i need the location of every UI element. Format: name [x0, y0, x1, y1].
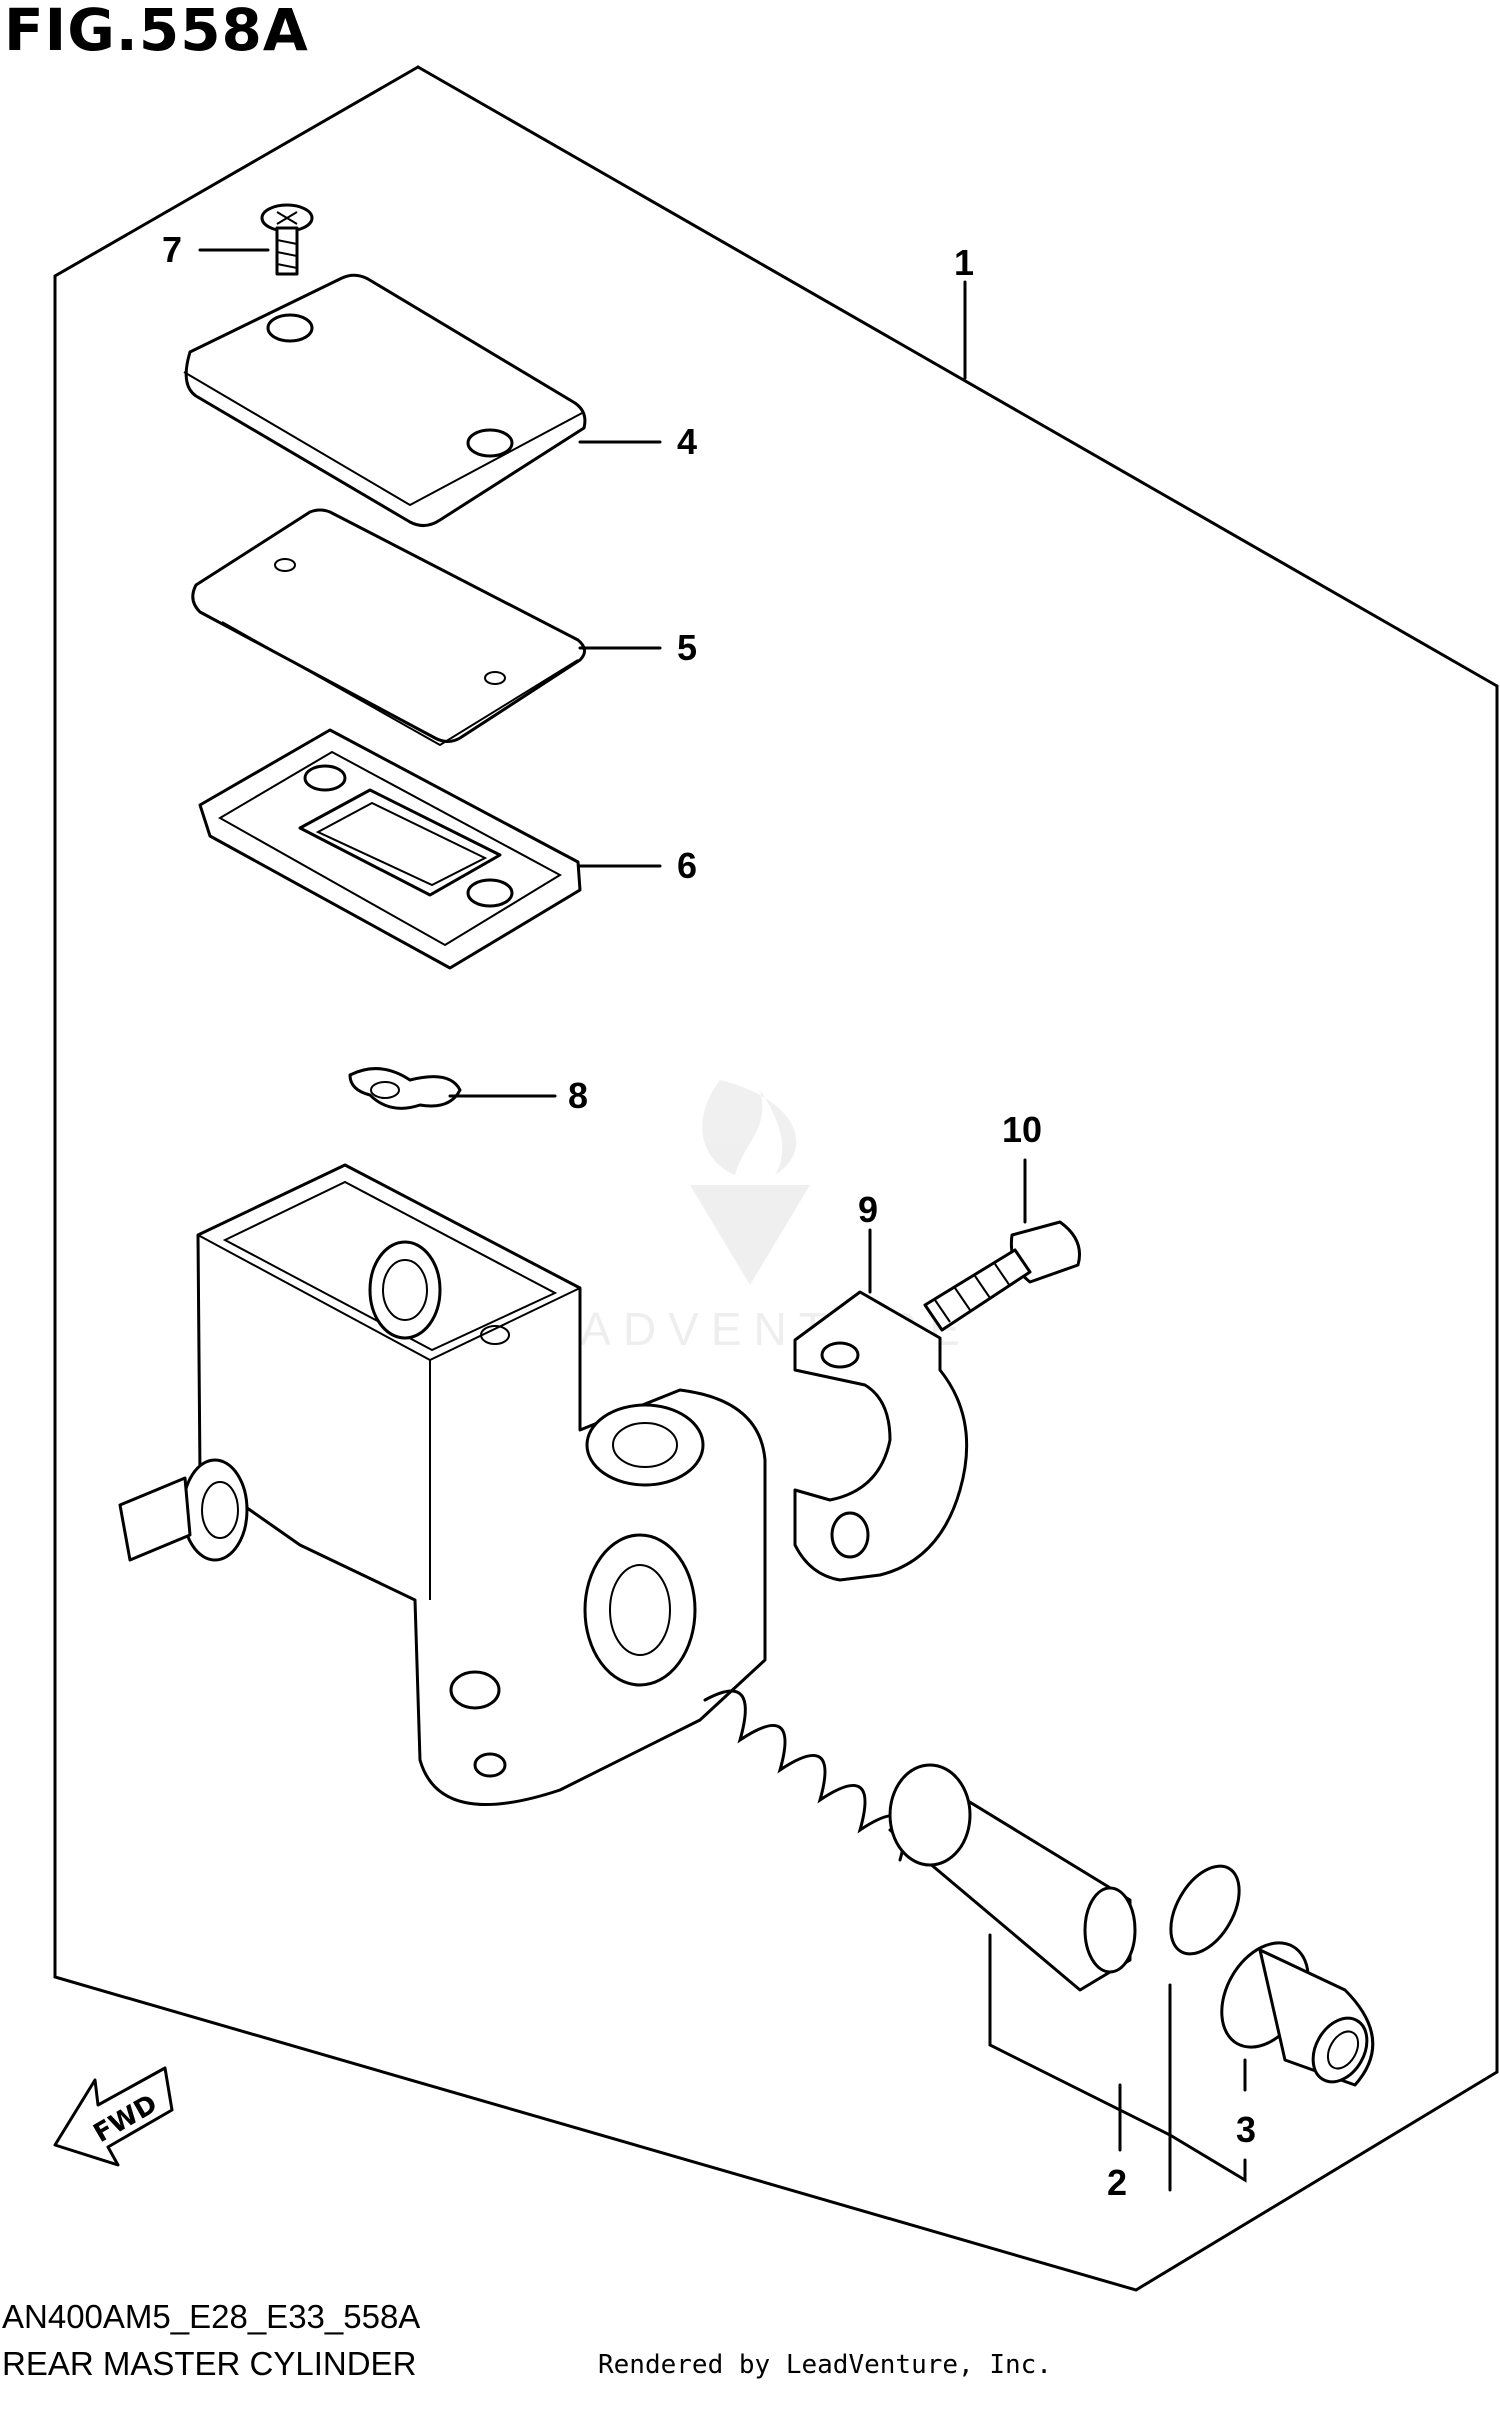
kit-outline: [416, 65, 1499, 688]
fwd-direction-arrow: FWD: [53, 2066, 174, 2167]
clamp-part-9: [793, 1290, 969, 1582]
boot-part-3: [1220, 1941, 1375, 2087]
callout-2: 2: [1107, 2162, 1127, 2203]
screw-part-7: [260, 203, 314, 276]
callout-labels: 1 2 3 4 5 6 7 8 9 10: [162, 229, 1256, 2203]
bolt-part-10: [923, 1220, 1081, 1332]
callout-6: 6: [677, 845, 697, 886]
callout-1: 1: [954, 242, 974, 283]
callout-9: 9: [858, 1189, 878, 1230]
figure-title: FIG.558A: [4, 0, 309, 64]
piston-assembly: [888, 1763, 1137, 1992]
leader-lines: [198, 248, 1247, 2192]
callout-5: 5: [677, 627, 697, 668]
reservoir-plate-part-5: [191, 508, 586, 747]
clip-part-8: [348, 1067, 462, 1110]
model-code: AN400AM5_E28_E33_558A: [2, 2298, 421, 2335]
callout-4: 4: [677, 421, 697, 462]
callout-7: 7: [162, 229, 182, 270]
rendered-by-credit: Rendered by LeadVenture, Inc.: [598, 2350, 1052, 2380]
circlip: [1169, 1864, 1241, 1956]
callout-10: 10: [1002, 1109, 1042, 1150]
reservoir-cap-part-4: [183, 273, 587, 527]
master-cylinder-body: [118, 1163, 767, 1807]
diaphragm-part-6: [198, 728, 582, 970]
callout-3: 3: [1236, 2109, 1256, 2150]
diagram-name: REAR MASTER CYLINDER: [2, 2345, 417, 2382]
callout-8: 8: [568, 1075, 588, 1116]
spring: [703, 1689, 907, 1862]
